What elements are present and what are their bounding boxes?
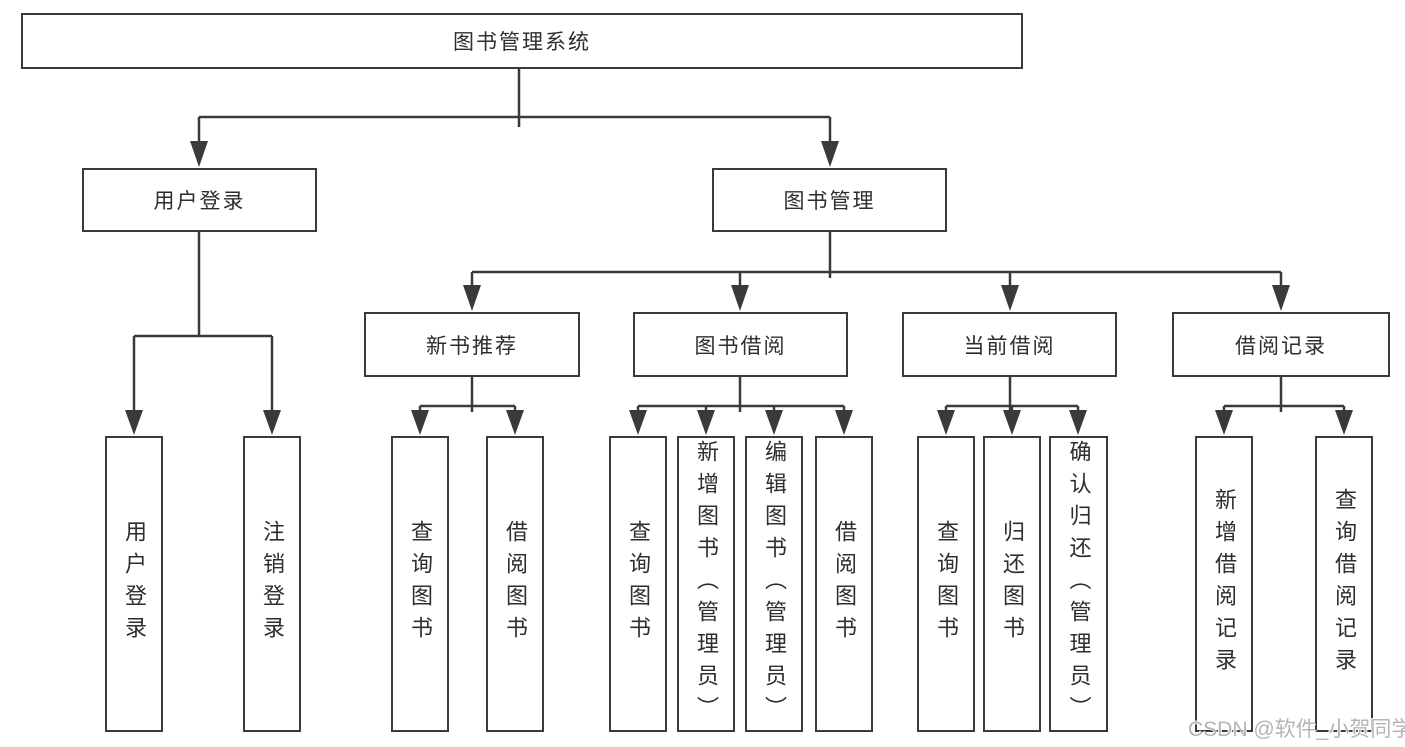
leaf-logout: 注销登录 <box>243 436 301 732</box>
node-current-borrowing: 当前借阅 <box>902 312 1117 377</box>
leaf-query-books-current: 查询图书 <box>917 436 975 732</box>
leaf-add-borrow-record: 新增借阅记录 <box>1195 436 1253 732</box>
leaf-return-book: 归还图书 <box>983 436 1041 732</box>
leaf-query-books-borrowing: 查询图书 <box>609 436 667 732</box>
leaf-borrow-books-recommend: 借阅图书 <box>486 436 544 732</box>
leaf-query-books-recommend: 查询图书 <box>391 436 449 732</box>
leaf-borrow-books-borrowing: 借阅图书 <box>815 436 873 732</box>
csdn-watermark: CSDN @软件_小贺同学 <box>1188 718 1405 741</box>
node-book-borrowing: 图书借阅 <box>633 312 848 377</box>
node-new-book-recommend: 新书推荐 <box>364 312 580 377</box>
leaf-edit-book-admin: 编辑图书（管理员） <box>745 436 803 732</box>
node-user-login: 用户登录 <box>82 168 317 232</box>
leaf-query-borrow-record: 查询借阅记录 <box>1315 436 1373 732</box>
leaf-user-login: 用户登录 <box>105 436 163 732</box>
node-borrowing-records: 借阅记录 <box>1172 312 1390 377</box>
node-book-management: 图书管理 <box>712 168 947 232</box>
leaf-confirm-return-admin: 确认归还（管理员） <box>1049 436 1108 732</box>
node-library-management-system: 图书管理系统 <box>21 13 1023 69</box>
leaf-add-book-admin: 新增图书（管理员） <box>677 436 735 732</box>
